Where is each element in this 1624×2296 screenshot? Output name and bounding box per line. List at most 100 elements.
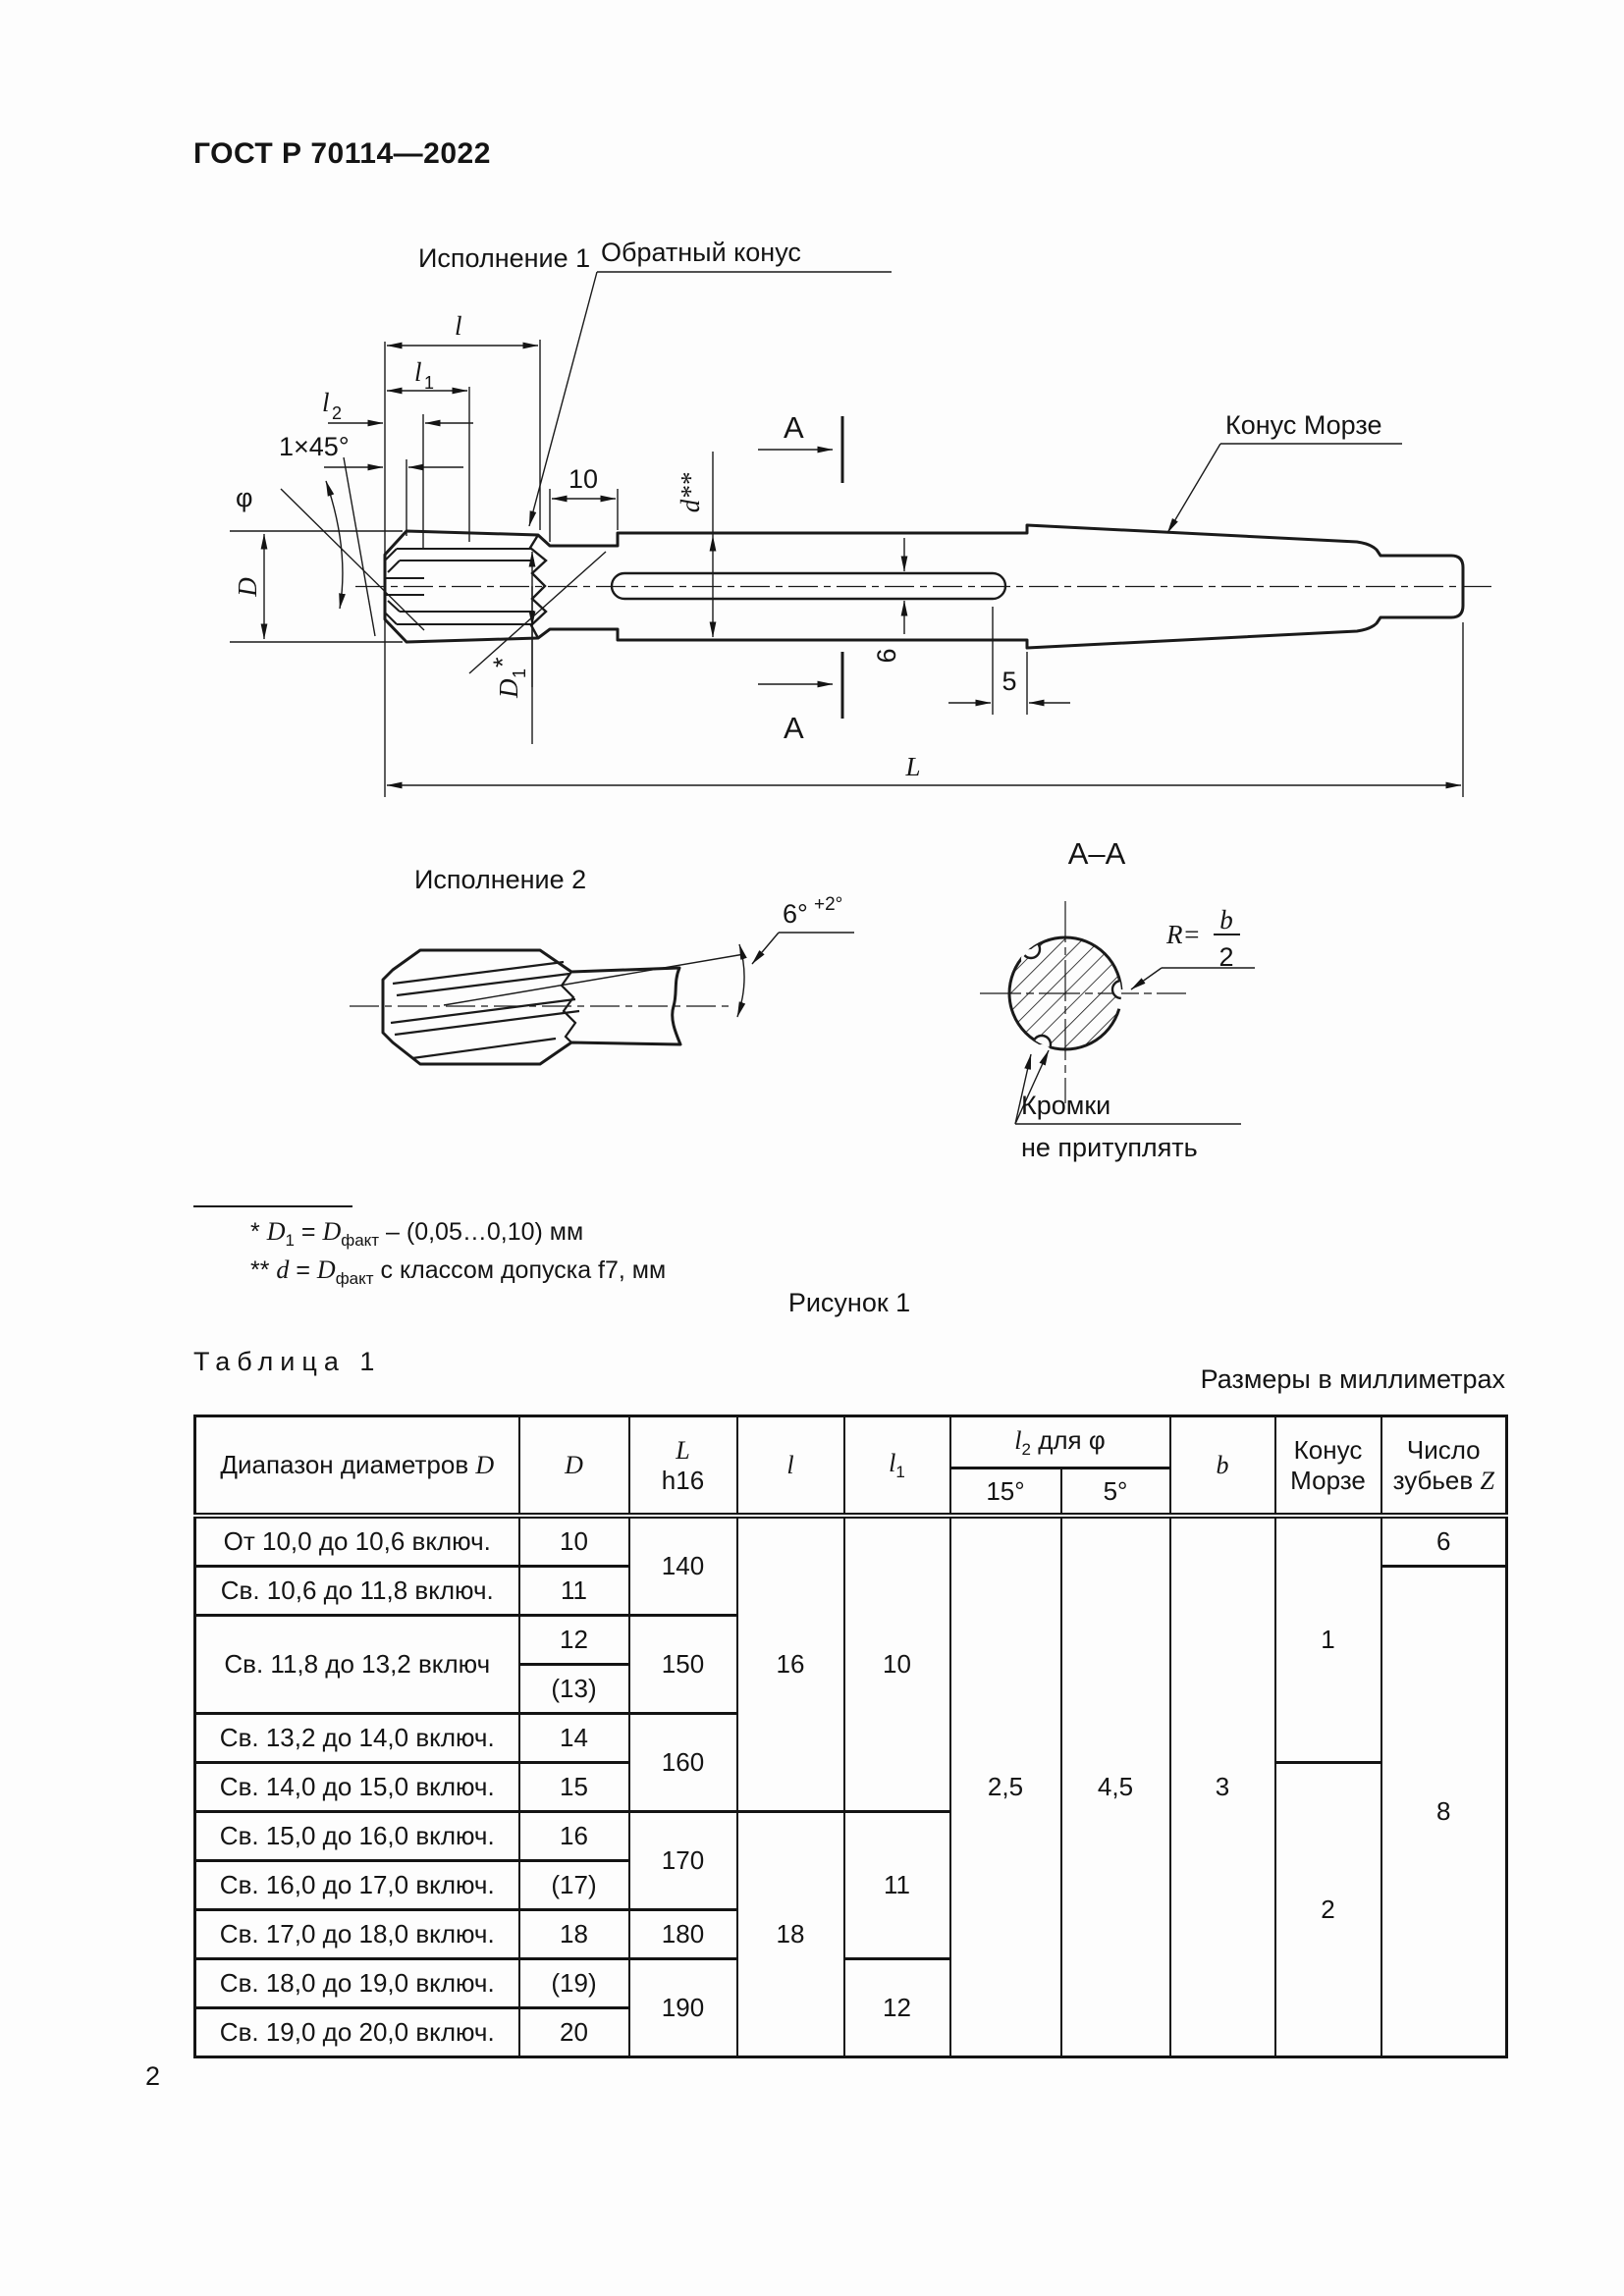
cell-range: Св. 13,2 до 14,0 включ. — [193, 1712, 520, 1764]
section-letter-bottom: А — [784, 711, 804, 745]
table-caption: Таблица 1 — [193, 1347, 382, 1376]
dim-l1-sub: 1 — [424, 373, 434, 393]
cell-L: 190 — [627, 1957, 738, 2058]
dim-l2-sub: 2 — [332, 403, 342, 423]
svg-text:D: D — [494, 678, 523, 699]
cell-range: От 10,0 до 10,6 включ. — [193, 1514, 520, 1568]
table-row: Св. 11,8 до 13,2 включ 12 150 — [193, 1614, 1507, 1715]
dim-angle6-sup: +2° — [814, 894, 842, 915]
col-header-l1: l1 — [842, 1415, 951, 1519]
cell-range: Св. 14,0 до 15,0 включ. — [193, 1761, 520, 1813]
cell-d: 10 — [517, 1514, 630, 1568]
footnote-1: * D1 = Dфакт – (0,05…0,10) мм — [250, 1217, 584, 1250]
cell-z: 6 — [1380, 1514, 1508, 1568]
cell-L: 150 — [627, 1614, 738, 1715]
dim-angle6-label: 6° — [783, 899, 808, 929]
cell-d: 15 — [517, 1761, 630, 1813]
dim-d-label: d** — [676, 472, 705, 512]
variant-1-view: Исполнение 1 — [230, 238, 1492, 797]
cell-L: 170 — [627, 1810, 738, 1911]
dim-chamfer-label: 1×45° — [279, 432, 350, 461]
table-row: Св. 18,0 до 19,0 включ. (19) 190 12 — [193, 1957, 1507, 2058]
table-row: Св. 19,0 до 20,0 включ. 20 — [193, 2006, 1507, 2058]
svg-text:*: * — [488, 657, 517, 667]
dim-l-label: l — [455, 311, 462, 341]
cell-l1: 11 — [842, 1810, 951, 1960]
table-row: Св. 10,6 до 11,8 включ. 11 8 — [193, 1565, 1508, 2058]
figure-footnotes: * D1 = Dфакт – (0,05…0,10) мм ** d = Dфа… — [193, 1205, 666, 1294]
table-units-note: Размеры в миллиметрах — [1200, 1364, 1505, 1394]
cell-morse: 1 — [1273, 1514, 1382, 1764]
cell-range: Св. 15,0 до 16,0 включ. — [193, 1810, 520, 1862]
col-header-d: D — [517, 1415, 630, 1519]
cell-l2-15: 2,5 — [948, 1514, 1062, 2058]
dim-l1-label: l — [414, 357, 422, 387]
cell-range: Св. 11,8 до 13,2 включ — [193, 1614, 520, 1715]
radius-denominator: 2 — [1218, 942, 1233, 972]
variant-1-title: Исполнение 1 — [418, 243, 590, 273]
cell-d: 14 — [517, 1712, 630, 1764]
radius-leader — [1130, 934, 1255, 990]
radius-prefix: R= — [1165, 920, 1201, 949]
cell-d: 11 — [517, 1565, 630, 1617]
angle-dimension — [443, 932, 854, 1018]
cell-d: 20 — [517, 2006, 630, 2058]
variant-2-view: Исполнение 2 6° +2° — [350, 865, 854, 1066]
dimension-lines — [230, 271, 1464, 797]
footnote-rule — [193, 1205, 352, 1207]
cell-L: 180 — [627, 1908, 738, 1960]
cell-l1: 10 — [842, 1514, 951, 1813]
cell-range: Св. 19,0 до 20,0 включ. — [193, 2006, 520, 2058]
dim-10-label: 10 — [568, 464, 598, 494]
col-header-15deg: 15° — [948, 1467, 1062, 1519]
page-number: 2 — [145, 2061, 161, 2091]
dim-phi-label: φ — [236, 483, 253, 512]
cell-d: 16 — [517, 1810, 630, 1862]
cell-range: Св. 16,0 до 17,0 включ. — [193, 1859, 520, 1911]
cell-d: 18 — [517, 1908, 630, 1960]
section-letter-top: А — [784, 410, 804, 445]
cell-morse: 2 — [1273, 1761, 1382, 2058]
cell-l: 16 — [735, 1514, 845, 1813]
cell-L: 160 — [627, 1712, 738, 1813]
col-header-l2: l2 для φ — [948, 1415, 1171, 1469]
cell-range: Св. 17,0 до 18,0 включ. — [193, 1908, 520, 1960]
svg-text:1: 1 — [510, 668, 529, 678]
dim-D1-label: D 1 * — [488, 657, 529, 699]
cell-range: Св. 10,6 до 11,8 включ. — [193, 1565, 520, 1617]
back-taper-label: Обратный конус — [601, 238, 801, 267]
dim-6-label: 6 — [872, 648, 901, 663]
col-header-5deg: 5° — [1059, 1467, 1171, 1519]
figure-caption: Рисунок 1 — [787, 1288, 911, 1317]
table-row: Св. 17,0 до 18,0 включ. 18 180 — [193, 1908, 1507, 1960]
table-row: Св. 15,0 до 16,0 включ. 16 170 18 11 — [193, 1810, 1507, 2058]
cell-l2-5: 4,5 — [1059, 1514, 1171, 2058]
edges-note-line2: не притуплять — [1021, 1133, 1198, 1162]
section-view: А–А R= b 2 Кромк — [980, 836, 1255, 1162]
col-header-range: Диапазон диаметров D — [193, 1415, 520, 1519]
cell-d: (19) — [517, 1957, 630, 2009]
document-number: ГОСТ Р 70114—2022 — [193, 137, 491, 170]
morse-taper-label: Конус Морзе — [1225, 410, 1381, 440]
reamer-outline — [383, 523, 1465, 650]
edges-note-line1: Кромки — [1021, 1091, 1110, 1120]
helical-flutes — [390, 960, 580, 1060]
footnote-2: ** d = Dфакт с классом допуска f7, мм — [250, 1255, 667, 1288]
cell-l1: 12 — [842, 1957, 951, 2058]
section-title: А–А — [1068, 836, 1126, 871]
reamer2-outline — [381, 948, 682, 1066]
table-row: (13) — [195, 1663, 1507, 1715]
edges-note-leaders — [1014, 1049, 1241, 1125]
cell-l: 18 — [735, 1810, 845, 2058]
dim-D-label: D — [233, 577, 262, 598]
cell-d: (13) — [517, 1663, 630, 1715]
col-header-b: b — [1168, 1415, 1276, 1519]
dim-l2-label: l — [322, 388, 330, 417]
figure-1-drawing: Исполнение 1 — [230, 238, 1492, 1162]
table-subheader-row: 15° 5° — [195, 1467, 1507, 1519]
